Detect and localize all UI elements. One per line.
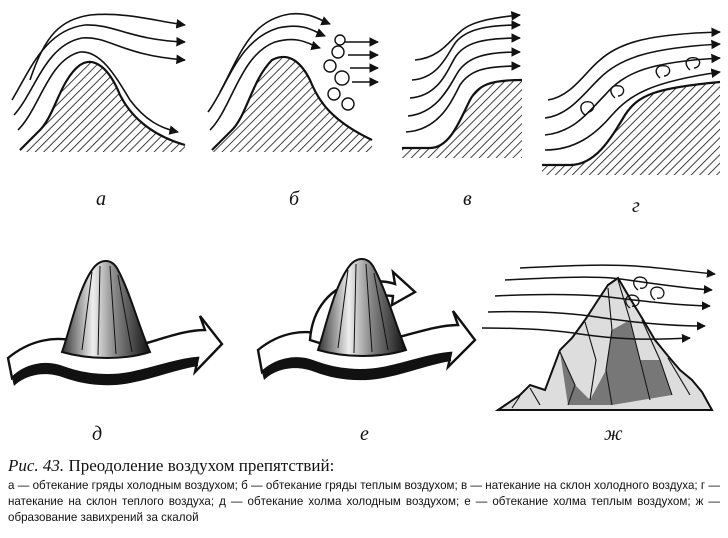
flow-arrow — [519, 264, 716, 278]
flow-arrow — [487, 310, 706, 331]
caption-title-line: Рис. 43. Преодоление воздухом препятстви… — [8, 456, 720, 476]
panel-zh: ж — [481, 264, 716, 445]
panel-v: в — [402, 11, 523, 210]
panel-label: г — [632, 195, 640, 217]
flow-arrow — [481, 327, 691, 343]
hill-d — [60, 260, 152, 359]
figure-caption: Рис. 43. Преодоление воздухом препятстви… — [8, 456, 720, 526]
panel-label: д — [92, 423, 102, 445]
panel-label: ж — [604, 423, 623, 445]
panel-label: в — [463, 188, 472, 210]
slope-g-outline — [542, 80, 721, 167]
ridge-b-outline — [211, 55, 373, 151]
flow-arrow — [544, 39, 721, 119]
flow-arrow — [414, 11, 521, 61]
eddies-b — [323, 34, 355, 111]
flow-arrow — [409, 33, 521, 99]
flow-band-e-side — [262, 353, 451, 381]
flow-arrow — [544, 53, 721, 136]
hill-e-texture — [337, 263, 389, 354]
flow-arrow — [13, 37, 186, 116]
slope-g — [542, 82, 720, 175]
ridge-a-outline — [19, 60, 186, 151]
caption-title: Преодоление воздухом препятствий: — [68, 456, 335, 475]
panel-label: б — [289, 188, 300, 210]
flow-arrow — [29, 13, 186, 81]
panel-label: е — [360, 423, 369, 445]
flow-arrow — [209, 38, 321, 131]
eddies-zh — [625, 276, 665, 309]
slope-v — [402, 80, 522, 158]
flow-arrow — [504, 276, 713, 294]
panel-a: а — [11, 13, 186, 210]
rock-shadow — [560, 320, 672, 405]
panel-d: д — [6, 260, 224, 445]
caption-number: Рис. 43. — [8, 456, 65, 475]
flow-arrow — [219, 12, 331, 93]
hill-d-texture — [81, 265, 133, 356]
panel-g: г — [542, 27, 721, 217]
flow-arrow — [411, 20, 521, 81]
flow-band-d-side — [12, 358, 198, 386]
slope-v-outline — [402, 78, 523, 150]
flow-arrow — [17, 51, 179, 135]
eddies-g — [580, 56, 701, 116]
flow-arrow — [11, 24, 186, 101]
ridge-a — [20, 61, 185, 152]
figure-illustration: а б — [6, 11, 721, 445]
flow-arrow — [544, 68, 721, 151]
flow-arrow — [407, 47, 521, 117]
flow-arrow — [547, 27, 721, 101]
caption-description: а — обтекание гряды холодным воздухом; б… — [8, 479, 720, 524]
panel-b: б — [207, 12, 379, 210]
flow-arrow — [494, 293, 711, 311]
panel-e: е — [256, 258, 477, 445]
ridge-b — [212, 56, 372, 152]
panel-label: а — [96, 188, 106, 210]
flow-arrow — [405, 61, 521, 133]
